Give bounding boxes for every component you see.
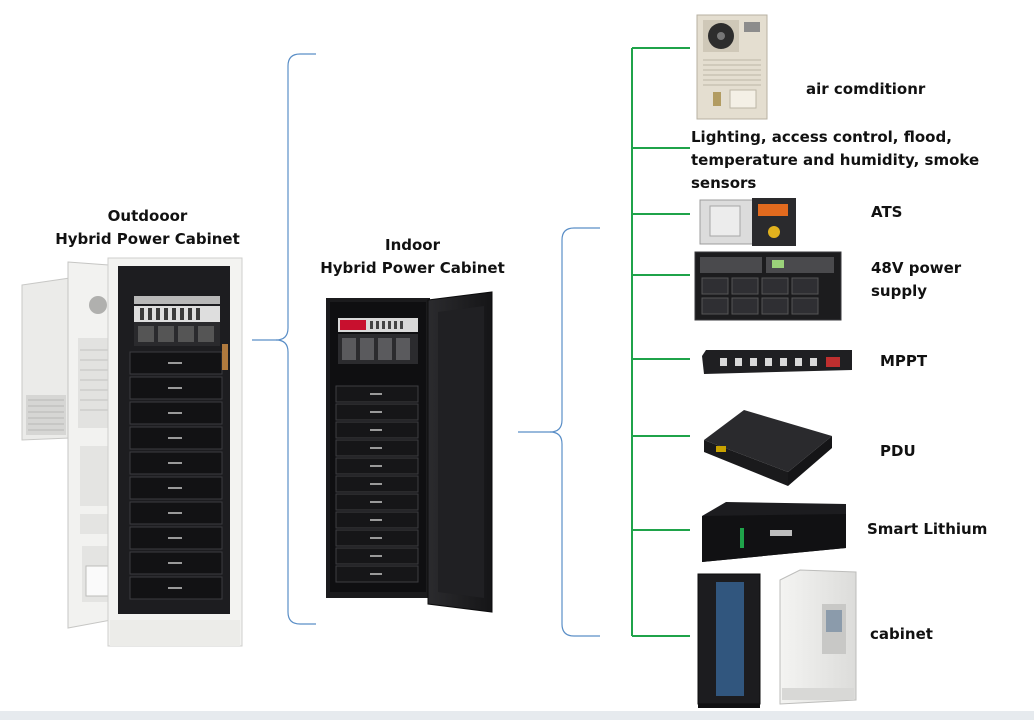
label-smart-lithium: Smart Lithium <box>867 520 988 538</box>
sensors-line1: Lighting, access control, flood, <box>691 128 952 146</box>
power-supply-image <box>694 251 842 321</box>
label-sensors: Lighting, access control, flood, tempera… <box>691 126 1034 195</box>
indoor-cabinet-image <box>326 291 493 613</box>
label-power-supply: 48V power supply <box>871 257 961 303</box>
label-pdu: PDU <box>880 442 916 460</box>
ats-image <box>699 198 796 246</box>
bottom-strip <box>0 711 1034 720</box>
smart-lithium-image <box>702 502 846 562</box>
outdoor-cabinet-title: Outdooor Hybrid Power Cabinet <box>40 205 255 251</box>
brace-indoor <box>518 227 600 637</box>
pdu-image <box>704 410 832 486</box>
outdoor-title-line2: Hybrid Power Cabinet <box>55 230 240 248</box>
power-supply-line2: supply <box>871 282 928 300</box>
air-conditioner-image <box>696 14 768 120</box>
label-ats: ATS <box>871 203 903 221</box>
outdoor-cabinet-image <box>21 257 243 647</box>
indoor-title-line1: Indoor <box>384 236 440 254</box>
mppt-image <box>702 350 852 374</box>
brace-outdoor <box>252 53 316 625</box>
label-air-conditioner: air comditionr <box>806 80 926 98</box>
label-mppt: MPPT <box>880 352 928 370</box>
indoor-cabinet-title: Indoor Hybrid Power Cabinet <box>310 234 515 280</box>
indoor-title-line2: Hybrid Power Cabinet <box>320 259 505 277</box>
power-supply-line1: 48V power <box>871 259 962 277</box>
cabinet-image <box>697 569 857 708</box>
outdoor-title-line1: Outdooor <box>107 207 188 225</box>
label-cabinet: cabinet <box>870 625 933 643</box>
sensors-line2: temperature and humidity, smoke sensors <box>691 151 980 192</box>
component-tree <box>631 47 690 637</box>
